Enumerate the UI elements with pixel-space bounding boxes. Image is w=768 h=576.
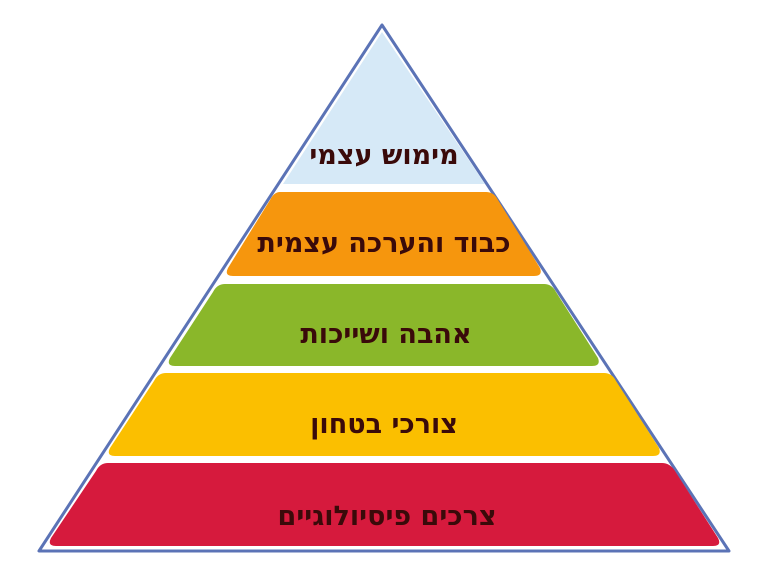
level-label: מימוש עצמי [309,140,458,171]
level-label: אהבה ושייכות [300,319,471,350]
pyramid-level-esteem: כבוד והערכה עצמית [226,192,541,276]
pyramid-level-safety: צורכי בטחון [108,373,660,456]
pyramid-level-physiological: צרכים פיסיולוגיים [49,463,720,546]
level-band [168,284,599,366]
pyramid-level-self-actualization: מימוש עצמי [283,32,485,184]
level-label: צרכים פיסיולוגיים [278,501,497,532]
level-band [108,373,660,456]
pyramid-level-love-belonging: אהבה ושייכות [168,284,599,366]
level-label: כבוד והערכה עצמית [257,228,510,259]
level-label: צורכי בטחון [310,409,458,440]
level-band [283,32,485,184]
level-band [226,192,541,276]
level-band [49,463,720,546]
